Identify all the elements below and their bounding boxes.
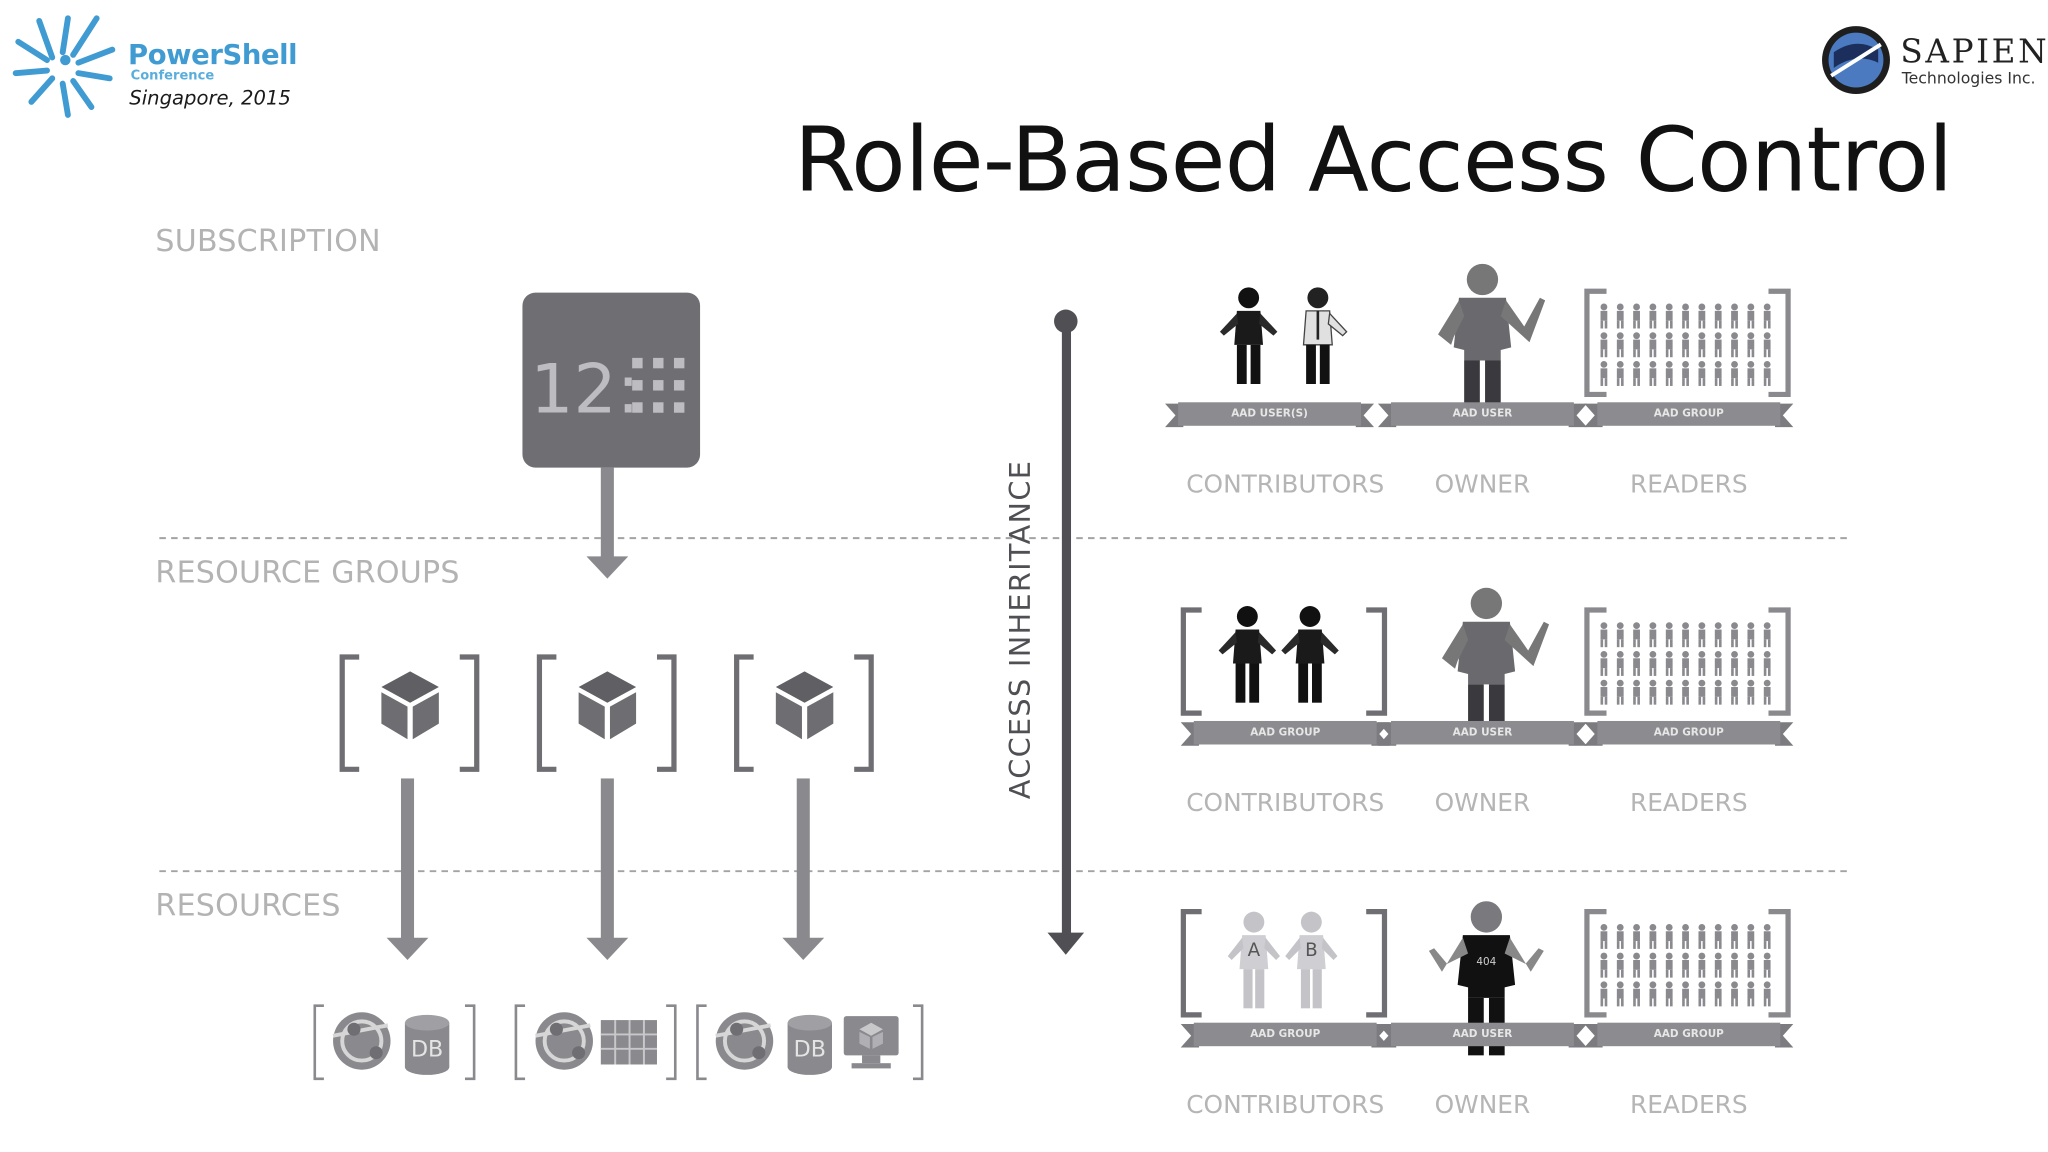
banner-text: AAD GROUP — [1654, 1028, 1724, 1040]
owner-icon — [1438, 263, 1546, 418]
contributors-group-icon — [1180, 606, 1388, 716]
powershell-logo-icon — [12, 15, 116, 118]
hierarchy-arrows — [386, 467, 825, 960]
resource-brackets — [313, 1004, 924, 1081]
subscription-icon — [522, 292, 701, 468]
readers-group-icon — [1584, 909, 1791, 1018]
storage-table-icon — [600, 1020, 657, 1065]
readers-group-icon — [1584, 288, 1791, 398]
slide-title: Role-Based Access Control — [794, 109, 1953, 213]
role-label-owner: OWNER — [1434, 788, 1531, 818]
access-inheritance-label: ACCESS INHERITANCE — [1005, 459, 1038, 800]
contributors-users-icon — [1219, 287, 1348, 384]
tier-label-subscription: SUBSCRIPTION — [155, 224, 381, 259]
resource-group-icon — [734, 654, 874, 772]
owner-icon — [1441, 587, 1550, 742]
role-label-readers: READERS — [1629, 788, 1748, 818]
role-label-owner: OWNER — [1434, 470, 1531, 499]
database-label: DB — [794, 1037, 826, 1063]
person-b-label: B — [1305, 940, 1318, 961]
banner-text: AAD GROUP — [1654, 408, 1724, 420]
banner-text: AAD GROUP — [1250, 726, 1320, 738]
banner-text: AAD USER — [1453, 1028, 1513, 1040]
resource-group-icon — [339, 654, 480, 772]
role-label-contributors: CONTRIBUTORS — [1186, 788, 1385, 818]
banner-text: AAD GROUP — [1654, 726, 1724, 738]
conference-place: Singapore, 2015 — [129, 86, 291, 110]
contributors-group-icon: A B — [1180, 909, 1388, 1018]
conference-name: PowerShell — [127, 39, 298, 71]
web-app-icon — [533, 1010, 595, 1072]
company-sub: Technologies Inc. — [1901, 69, 2036, 88]
banner-text: AAD USER(S) — [1231, 408, 1308, 420]
banner-text: AAD USER — [1453, 726, 1513, 738]
role-label-contributors: CONTRIBUTORS — [1186, 470, 1385, 499]
company-name: SAPIEN — [1900, 32, 2048, 71]
role-label-readers: READERS — [1629, 470, 1748, 499]
subscription-icon-text: 12: — [530, 351, 639, 430]
sapien-logo-icon — [1822, 26, 1890, 95]
web-app-icon — [713, 1010, 776, 1072]
virtual-machine-icon — [843, 1016, 899, 1069]
subscription-dots — [632, 357, 685, 413]
access-inheritance-arrow — [1047, 309, 1085, 955]
web-app-icon — [331, 1010, 393, 1072]
banner-text: AAD USER — [1453, 408, 1513, 420]
resource-group-icon — [536, 654, 677, 772]
tier-label-resource-groups: RESOURCE GROUPS — [155, 556, 460, 591]
conference-sub: Conference — [130, 69, 215, 84]
database-label: DB — [411, 1037, 443, 1063]
role-label-contributors: CONTRIBUTORS — [1186, 1090, 1385, 1120]
owner-shirt-text: 404 — [1476, 956, 1496, 968]
person-a-label: A — [1248, 940, 1261, 961]
banner-text: AAD GROUP — [1250, 1028, 1320, 1040]
role-label-owner: OWNER — [1434, 1090, 1531, 1120]
readers-group-icon — [1584, 607, 1791, 716]
role-label-readers: READERS — [1629, 1090, 1748, 1120]
tier-label-resources: RESOURCES — [155, 889, 341, 924]
